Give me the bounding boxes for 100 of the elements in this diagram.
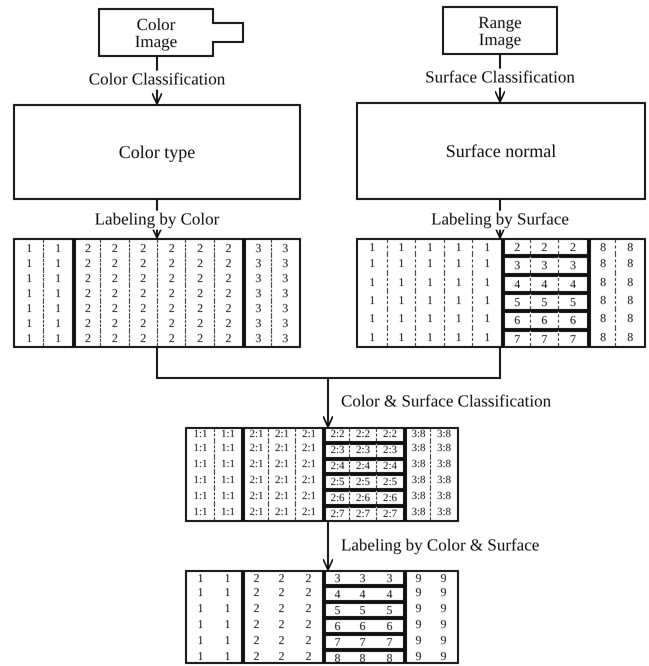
region-label: 2 [304, 584, 312, 600]
region-label: 2:1 [241, 472, 268, 488]
region-label: 9 [403, 648, 430, 664]
region-label: 1 [386, 254, 416, 273]
region-label: 2 [214, 330, 242, 346]
region-label: 3:8 [430, 472, 457, 488]
region-label: 9 [403, 572, 430, 584]
region-label: 1 [196, 600, 204, 616]
region-label: 2 [278, 584, 286, 600]
region-label: 2 [156, 240, 186, 256]
region-label: 6 [530, 309, 558, 328]
region-label: 1 [43, 316, 72, 331]
region-label: 7 [558, 328, 587, 346]
region-label: 1 [472, 240, 501, 254]
region-label: 2:3 [322, 440, 349, 457]
region-label: 1 [368, 310, 376, 328]
region-label: 3 [242, 255, 271, 270]
region-label: 2 [185, 270, 214, 286]
region-label: 1:1 [214, 488, 241, 504]
region-label: 2 [128, 330, 157, 346]
region-label: 1 [444, 328, 472, 346]
region-label: 8 [615, 309, 644, 328]
region-label: 1 [472, 328, 501, 346]
region-label: 2:1 [241, 429, 268, 441]
region-label: 2 [128, 270, 157, 286]
region-label: 4 [501, 272, 530, 291]
region-label: 8 [586, 254, 616, 273]
region-label: 1 [415, 328, 444, 346]
region-label: 2 [304, 632, 312, 648]
region-label: 2 [241, 600, 268, 616]
region-label: 6 [501, 309, 530, 328]
region-label: 2 [304, 616, 312, 632]
region-label: 2:1 [295, 504, 322, 520]
region-label: 1 [368, 292, 376, 310]
region-label: 3:8 [430, 488, 457, 504]
region-label: 2 [100, 330, 129, 346]
region-label: 1 [25, 240, 34, 256]
region-label: 2 [156, 285, 186, 301]
region-label: 2 [72, 240, 100, 256]
region-label: 2 [156, 255, 186, 270]
node-label: Color Image [134, 16, 178, 50]
region-label: 1 [25, 255, 34, 270]
region-label: 2:1 [295, 472, 322, 488]
region-label: 5 [322, 600, 349, 616]
region-label: 1 [368, 274, 376, 291]
region-label: 1 [368, 328, 376, 346]
region-label: 1 [25, 330, 34, 346]
region-label: 2:1 [241, 456, 268, 472]
region-label: 3:8 [403, 504, 430, 520]
region-label: 9 [403, 632, 430, 648]
region-label: 1 [43, 285, 72, 301]
region-label: 1 [196, 572, 204, 584]
region-label: 1 [472, 254, 501, 273]
region-label: 1 [415, 309, 444, 328]
region-label: 5 [501, 290, 530, 310]
region-label: 1 [415, 254, 444, 273]
region-label: 8 [322, 648, 349, 664]
region-label: 1 [43, 255, 72, 270]
region-label: 1 [472, 309, 501, 328]
region-label: 3 [530, 254, 558, 273]
region-label: 3 [558, 254, 587, 273]
camera-shaped-box [98, 8, 244, 57]
region-label: 3 [358, 572, 366, 584]
region-label: 2 [128, 316, 157, 331]
region-label: 3 [242, 300, 271, 316]
region-label: 2 [241, 572, 268, 584]
region-label: 9 [440, 600, 448, 616]
region-label: 2:7 [376, 504, 403, 520]
region-label: 1:1 [192, 457, 209, 472]
region-label: 9 [440, 648, 448, 664]
region-label: 3:8 [403, 429, 430, 441]
region-label: 8 [615, 328, 644, 346]
region-label: 2 [185, 255, 214, 270]
region-label: 3:8 [403, 472, 430, 488]
region-label: 2:4 [376, 456, 403, 472]
region-label: 1 [386, 272, 416, 291]
region-label: 9 [440, 616, 448, 632]
region-label: 2 [304, 648, 312, 664]
region-label: 1:1 [192, 429, 209, 441]
region-label: 1:1 [192, 488, 209, 504]
region-label: 2 [72, 285, 100, 301]
region-label: 3 [270, 330, 299, 346]
region-label: 5 [349, 600, 376, 616]
region-label: 1 [472, 272, 501, 291]
region-label: 2 [278, 600, 286, 616]
region-label: 2:7 [322, 504, 349, 520]
region-label: 2:1 [268, 440, 295, 457]
region-label: 2 [100, 255, 129, 270]
region-label: 7 [530, 328, 558, 346]
region-label: 3:8 [403, 440, 430, 457]
region-label: 2 [558, 240, 587, 254]
region-label: 2:1 [268, 472, 295, 488]
region-label: 4 [558, 272, 587, 291]
region-label: 8 [376, 648, 403, 664]
region-label: 8 [586, 240, 616, 254]
region-label: 1:1 [214, 429, 241, 441]
region-label: 9 [440, 584, 448, 600]
region-label: 9 [403, 600, 430, 616]
region-label: 3 [270, 285, 299, 301]
region-label: 1 [472, 290, 501, 310]
